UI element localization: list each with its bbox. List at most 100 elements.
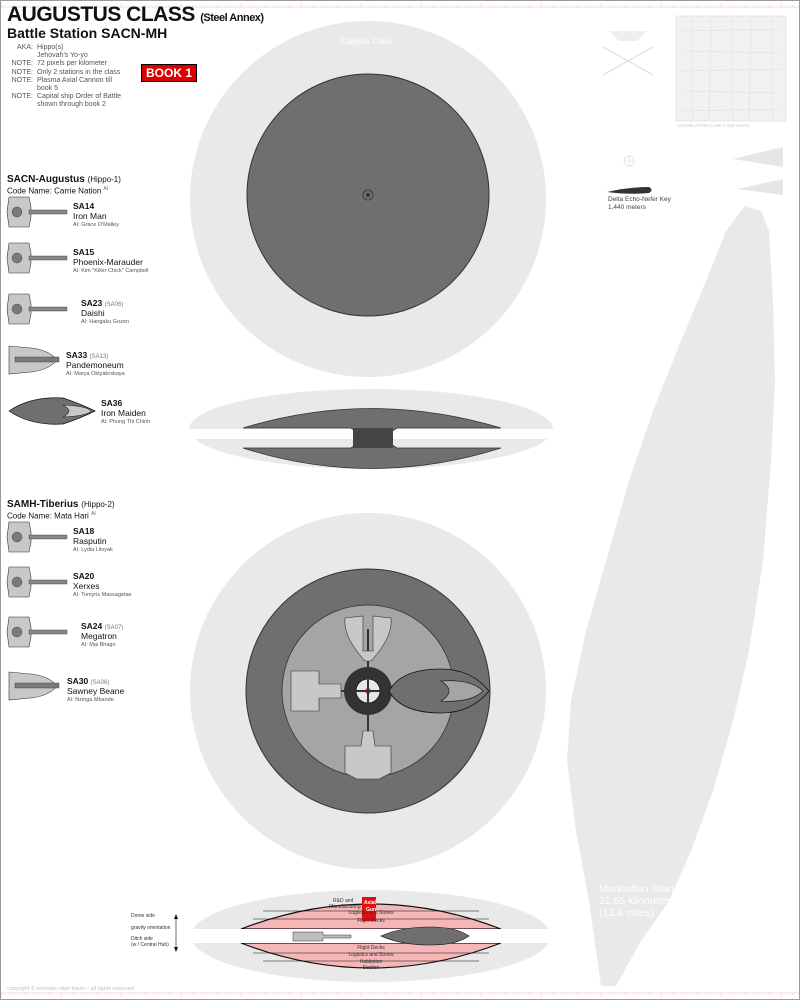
note-key bbox=[7, 101, 37, 109]
note-row: book 5 bbox=[7, 85, 121, 93]
page-subtitle: Battle Station SACN-MH bbox=[7, 25, 168, 41]
deck-label: Flight Decks bbox=[357, 945, 385, 951]
ship-code-value: SA24 bbox=[81, 621, 103, 631]
docked-ship-top bbox=[344, 615, 392, 662]
manhattan-name: Manhattan Island bbox=[599, 883, 680, 895]
ship-name: Megatron bbox=[81, 631, 117, 641]
ship-ai: AI: Kim "Killer Chick" Campbell bbox=[73, 268, 149, 274]
note-key bbox=[7, 52, 37, 60]
deck-label: Habitation bbox=[359, 959, 383, 965]
ship-icon-group bbox=[6, 196, 96, 701]
ship-ai: AI: Hangaku Gozen bbox=[81, 319, 130, 325]
ship-name: Pandemoneum bbox=[66, 360, 124, 370]
station-nickname: (Hippo-1) bbox=[87, 175, 121, 184]
ship-ai: AI: Marya Oktyabrskaya bbox=[66, 371, 125, 377]
dome-side-label: Dome side bbox=[131, 913, 155, 919]
ship-code: SA14 bbox=[73, 201, 94, 211]
cross-section-ship bbox=[380, 926, 470, 946]
ship-name: Rasputin bbox=[73, 536, 107, 546]
key-ship-name: Delta Echo-Nefer Key bbox=[608, 196, 671, 203]
key-ship-size: 1,440 meters bbox=[608, 204, 646, 211]
axial-gun-block bbox=[362, 897, 376, 921]
note-row: NOTE: 72 pixels per kilometer bbox=[7, 60, 121, 68]
ship-code-value: SA14 bbox=[73, 201, 95, 211]
ship-code-value: SA20 bbox=[73, 571, 95, 581]
station-title: SACN-Augustus (Hippo-1) bbox=[7, 174, 121, 185]
ship-ai: AI: Phung Thi Chinh bbox=[101, 419, 151, 425]
note-text: shown through book 2 bbox=[37, 101, 106, 109]
ship-code-alt: (SA06) bbox=[104, 302, 124, 308]
ship-code: SA18 bbox=[73, 526, 94, 536]
note-row: NOTE: Plasma Axial Cannon till bbox=[7, 77, 121, 85]
note-key: NOTE: bbox=[11, 76, 33, 84]
ship-code-value: SA30 bbox=[67, 676, 89, 686]
ship-icon-iron-maiden bbox=[8, 397, 96, 425]
station-name: SAMH-Tiberius bbox=[7, 499, 79, 510]
manhattan-km: 21.65 kilometers bbox=[599, 895, 677, 907]
deck-label: Logistics and Stores bbox=[348, 910, 394, 916]
cross-section-lower bbox=[240, 942, 502, 969]
note-text: 72 pixels per kilometer bbox=[37, 60, 108, 68]
station-codename: Code Name: Carrie Nation AI bbox=[7, 186, 108, 196]
note-text: Capital ship Order of Battle bbox=[37, 93, 122, 101]
docked-ship-bottom bbox=[344, 730, 392, 780]
station-name: SACN-Augustus bbox=[7, 174, 85, 185]
ship-name: Daishi bbox=[81, 308, 105, 318]
ship-code-value: SA23 bbox=[81, 298, 103, 308]
manhattan-mi: (13.4 miles) bbox=[599, 907, 654, 919]
codename-sup: AI bbox=[91, 511, 96, 517]
key-ship-silhouette bbox=[607, 187, 652, 194]
deck-label: Logistics and Stores bbox=[348, 952, 394, 958]
ship-name: Iron Man bbox=[73, 211, 107, 221]
ship-ai: AI: Nzinga Mbande bbox=[67, 697, 114, 703]
ship-code-alt: (SA06) bbox=[90, 680, 110, 686]
assimilation-cube bbox=[675, 15, 787, 122]
ship-code: SA24 (SA07) bbox=[81, 621, 123, 631]
rd-label: R&D and bbox=[333, 898, 354, 904]
note-key: NOTE: bbox=[11, 93, 33, 101]
codename-value: Carrie Nation bbox=[54, 186, 102, 196]
ship-ai: AI: Mai Bhago bbox=[81, 642, 116, 648]
axial-label: Axial bbox=[364, 900, 376, 906]
station-codename: Code Name: Mata Hari AI bbox=[7, 511, 96, 521]
note-row: AKA: Hippo(s) bbox=[7, 44, 121, 52]
manhattan-label: Manhattan Island 21.65 kilometers (13.4 … bbox=[599, 883, 680, 919]
codename-sup: AI bbox=[103, 186, 109, 192]
note-key: NOTE: bbox=[11, 60, 33, 68]
note-text: book 5 bbox=[37, 85, 59, 93]
caligula-class-label: Caligula Class bbox=[341, 37, 393, 46]
ship-code: SA15 bbox=[73, 247, 94, 257]
deck-label: Flight Decks bbox=[357, 918, 385, 924]
ship-name: Iron Maiden bbox=[101, 408, 146, 418]
note-text: Hippo(s) bbox=[37, 44, 64, 51]
title-annex: (Steel Annex) bbox=[200, 12, 264, 24]
ship-name: Phoenix-Marauder bbox=[73, 257, 143, 267]
manhattan-island-shape bbox=[567, 206, 775, 986]
codename-label: Code Name: bbox=[7, 511, 52, 521]
book-badge: BOOK 1 bbox=[141, 64, 198, 82]
rd-label-2: Manufacturing bbox=[329, 904, 361, 910]
ship-code-value: SA33 bbox=[66, 350, 88, 360]
deck-label: Section bbox=[362, 965, 380, 971]
note-key: NOTE: bbox=[11, 68, 33, 76]
ship-code-alt: (SA13) bbox=[89, 354, 109, 360]
ship-code-alt: (SA07) bbox=[104, 625, 124, 631]
gravity-label: gravity orientation bbox=[131, 925, 171, 931]
ship-code-value: SA36 bbox=[101, 398, 123, 408]
ship-name: Sawney Beane bbox=[67, 686, 125, 696]
ship-code-value: SA15 bbox=[73, 247, 95, 257]
ship-ai: AI: Grace O'Malley bbox=[73, 222, 119, 228]
ship-code: SA23 (SA06) bbox=[81, 298, 123, 308]
copyright: copyright © nicholas ralph baum - all ri… bbox=[7, 986, 134, 992]
assimilation-cube-label: ASSIMILATION CUBE 3,040 meters bbox=[677, 123, 750, 128]
note-key: AKA: bbox=[17, 44, 33, 51]
faint-ship-mark bbox=[602, 31, 654, 76]
station-title: SAMH-Tiberius (Hippo-2) bbox=[7, 499, 115, 510]
note-text: Plasma Axial Cannon till bbox=[37, 76, 113, 84]
station-1-center-hub bbox=[362, 189, 374, 201]
ditch-side-label: Ditch side bbox=[131, 936, 153, 942]
ship-code: SA20 bbox=[73, 571, 94, 581]
